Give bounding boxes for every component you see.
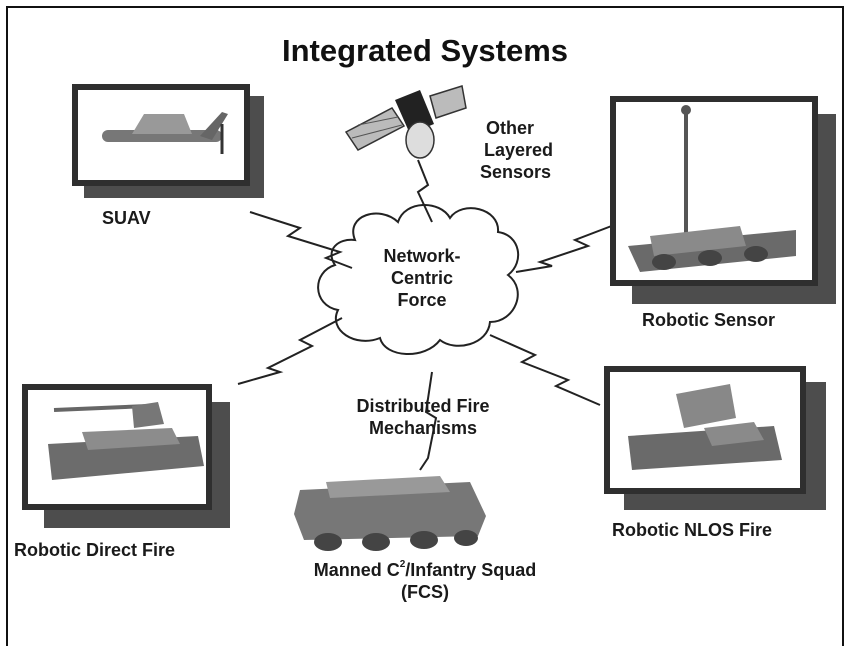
label-manned-squad: Manned C2/Infantry Squad (FCS)	[262, 560, 588, 604]
distributed-fire-line1: Distributed Fire	[356, 396, 490, 416]
label-robotic-nlos-fire: Robotic NLOS Fire	[612, 520, 773, 540]
manned-squad-line1: Manned C2/Infantry Squad	[262, 560, 588, 582]
manned-text-post: /Infantry Squad	[405, 560, 537, 580]
manned-squad-line2: (FCS)	[401, 581, 449, 602]
manned-vehicle-icon	[294, 476, 486, 551]
label-distributed-fire: Distributed Fire Mechanisms	[318, 396, 528, 440]
label-other-sensors: Other Layered Sensors	[480, 118, 553, 184]
other-sensors-line1: Other	[486, 118, 535, 138]
label-robotic-sensor: Robotic Sensor	[642, 310, 776, 330]
suav-frame	[72, 84, 264, 198]
robotic-sensor-vehicle-icon	[628, 105, 796, 272]
robotic-nlos-frame	[604, 366, 826, 510]
robotic-sensor-frame	[610, 96, 836, 304]
other-sensors-line2: Layered	[484, 139, 554, 160]
label-robotic-direct-fire: Robotic Direct Fire	[14, 540, 176, 560]
network-cloud	[317, 204, 520, 355]
other-sensors-line3: Sensors	[480, 161, 552, 182]
network-line2: Centric	[390, 267, 453, 288]
distributed-fire-line2: Mechanisms	[368, 417, 478, 438]
robotic-direct-fire-frame	[22, 384, 230, 528]
link-bolt-manned	[419, 371, 438, 471]
network-line3: Force	[397, 289, 447, 310]
label-suav: SUAV	[102, 208, 151, 228]
uav-icon	[102, 112, 228, 154]
link-bolt-satellite	[416, 159, 433, 223]
label-network-centric-force: Network- Centric Force	[362, 246, 482, 312]
nlos-vehicle-icon	[628, 384, 782, 470]
link-bolt-robotic-sensor	[515, 221, 623, 273]
link-bolt-suav	[249, 211, 353, 269]
link-bolt-nlos	[489, 334, 601, 406]
network-line1: Network-	[383, 246, 461, 266]
satellite-icon	[344, 85, 467, 159]
outer-border	[6, 6, 844, 646]
link-bolt-direct-fire	[237, 317, 343, 385]
page-title: Integrated Systems	[282, 33, 568, 68]
manned-sup: 2	[399, 559, 406, 570]
direct-fire-vehicle-icon	[48, 402, 204, 480]
manned-text: Manned C	[313, 560, 400, 580]
